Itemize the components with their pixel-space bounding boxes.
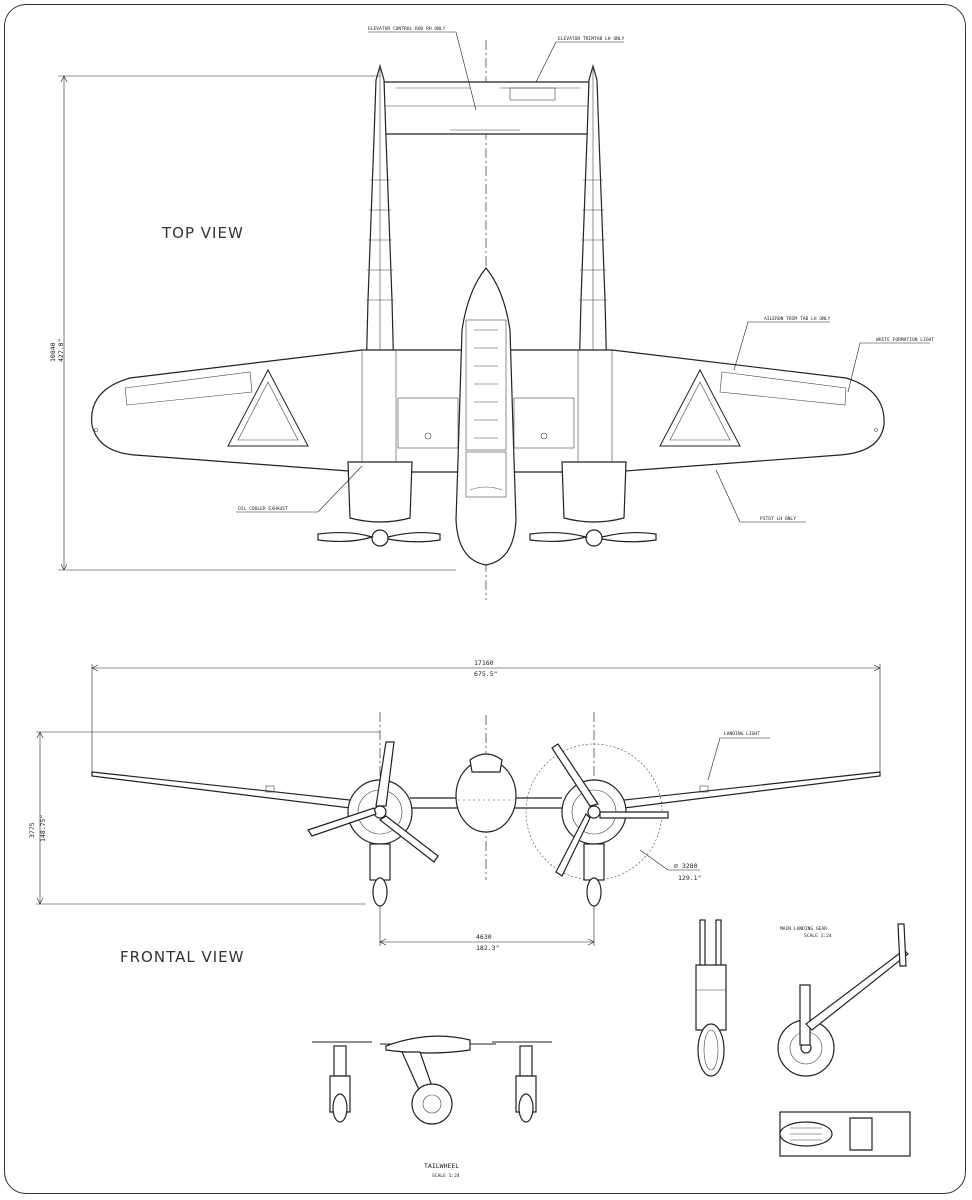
callout-oil-cooler: OIL COOLER EXHAUST (238, 506, 288, 512)
callout-elevator-trim: ELEVATOR TRIMTAB LH ONLY (558, 36, 625, 42)
sheet-border (4, 4, 966, 1194)
prop-diameter-mm: ⌀ 3280 (674, 862, 698, 870)
main-gear-front (695, 919, 727, 1077)
frontal-view-title: FRONTAL VIEW (120, 948, 244, 966)
frontal-central-nacelle (455, 753, 517, 833)
main-gear-side (777, 923, 909, 1077)
length-mm: 10840 (49, 342, 57, 362)
frontal-view (36, 664, 881, 946)
tailwheel-scale: SCALE 1:24 (432, 1173, 460, 1179)
length-in: 427.0" (57, 339, 65, 362)
track-mm: 4630 (476, 933, 492, 941)
frontal-left-engine (307, 741, 439, 907)
height-dimension (36, 731, 380, 905)
frontal-right-engine (525, 743, 700, 907)
top-view-title: TOP VIEW (161, 224, 244, 242)
prop-diameter-in: 129.1" (678, 874, 701, 882)
main-gear-title: MAIN LANDING GEAR (780, 926, 827, 932)
right-engine-nacelle (529, 461, 657, 547)
left-engine-nacelle (317, 461, 441, 547)
height-in: 148.75" (39, 815, 47, 842)
length-dimension (58, 75, 456, 571)
span-mm: 17160 (474, 659, 494, 667)
callout-pitot: PITOT LH ONLY (760, 516, 796, 522)
callout-leaders (236, 31, 930, 523)
tailwheel-left (312, 1041, 372, 1123)
horizontal-tailplane (383, 81, 591, 135)
callout-elevator-rod: ELEVATOR CONTROL ROD RH ONLY (368, 26, 446, 32)
tailwheel-detail (312, 1035, 552, 1125)
central-nacelle (455, 267, 517, 566)
main-gear-scale: SCALE 1:24 (804, 933, 832, 939)
callout-aileron-trim: AILERON TRIM TAB LH ONLY (764, 316, 831, 322)
tailwheel-side (380, 1035, 496, 1125)
callout-landing-light: LANDING LIGHT (724, 731, 760, 737)
main-gear-plan (779, 1111, 911, 1157)
callout-formation-light: WHITE FORMATION LIGHT (876, 337, 934, 343)
span-dimension (91, 664, 881, 772)
height-mm: 3775 (28, 822, 36, 838)
top-view (58, 40, 885, 600)
tailwheel-right (492, 1041, 552, 1123)
main-landing-gear-detail (695, 919, 911, 1157)
tailwheel-title: TAILWHEEL (424, 1162, 459, 1170)
track-in: 182.3" (476, 944, 499, 952)
span-in: 675.5" (474, 670, 497, 678)
track-dimension (379, 900, 595, 946)
